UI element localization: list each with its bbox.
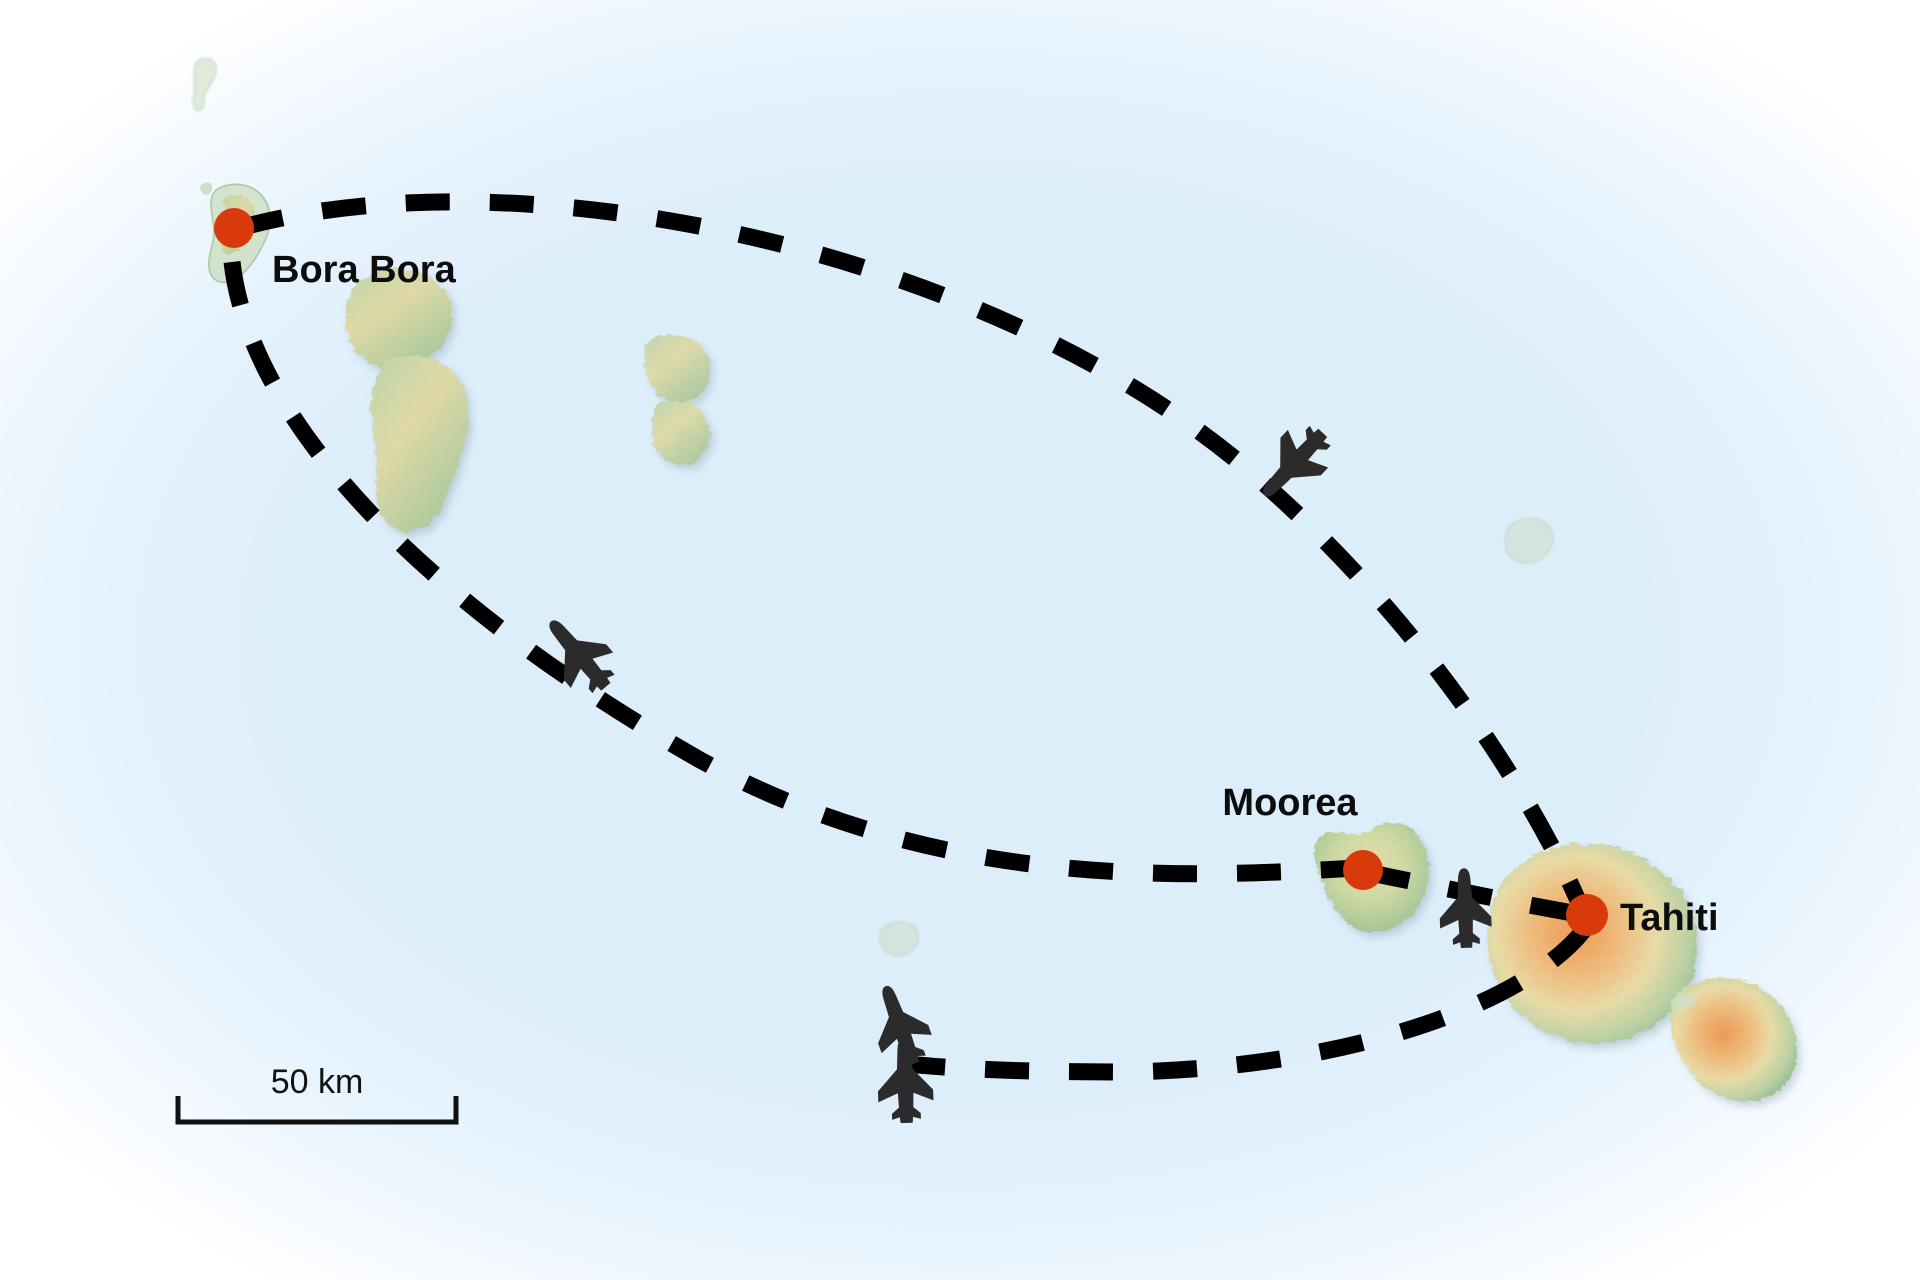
island-raiatea (371, 355, 469, 531)
marker-moorea[interactable] (1343, 850, 1383, 890)
route-tahiti-southwest-return (888, 924, 1591, 1081)
scale-bar-label: 50 km (271, 1063, 364, 1101)
markers-layer (214, 208, 1608, 936)
scale-bar-line (175, 1096, 459, 1125)
label-tahiti: Tahiti (1620, 897, 1719, 939)
label-moorea: Moorea (1222, 782, 1358, 824)
island-maiao (878, 921, 920, 957)
island-tahiti (1487, 843, 1797, 1102)
scale-bar: 50 km (175, 1063, 459, 1125)
marker-tahiti[interactable] (1566, 894, 1608, 936)
island-huahine (644, 334, 710, 466)
route-borabora-tahiti-north (237, 193, 1588, 909)
islands-layer (192, 57, 1797, 1102)
island-tahaa (345, 268, 452, 369)
labels-layer: Bora Bora Moorea Tahiti (272, 249, 1719, 939)
route-borabora-moorea-south (223, 261, 1359, 883)
marker-bora-bora[interactable] (214, 208, 254, 248)
label-bora-bora: Bora Bora (272, 249, 457, 291)
island-tetiaroa (1504, 517, 1554, 564)
island-motu-one (192, 57, 218, 112)
